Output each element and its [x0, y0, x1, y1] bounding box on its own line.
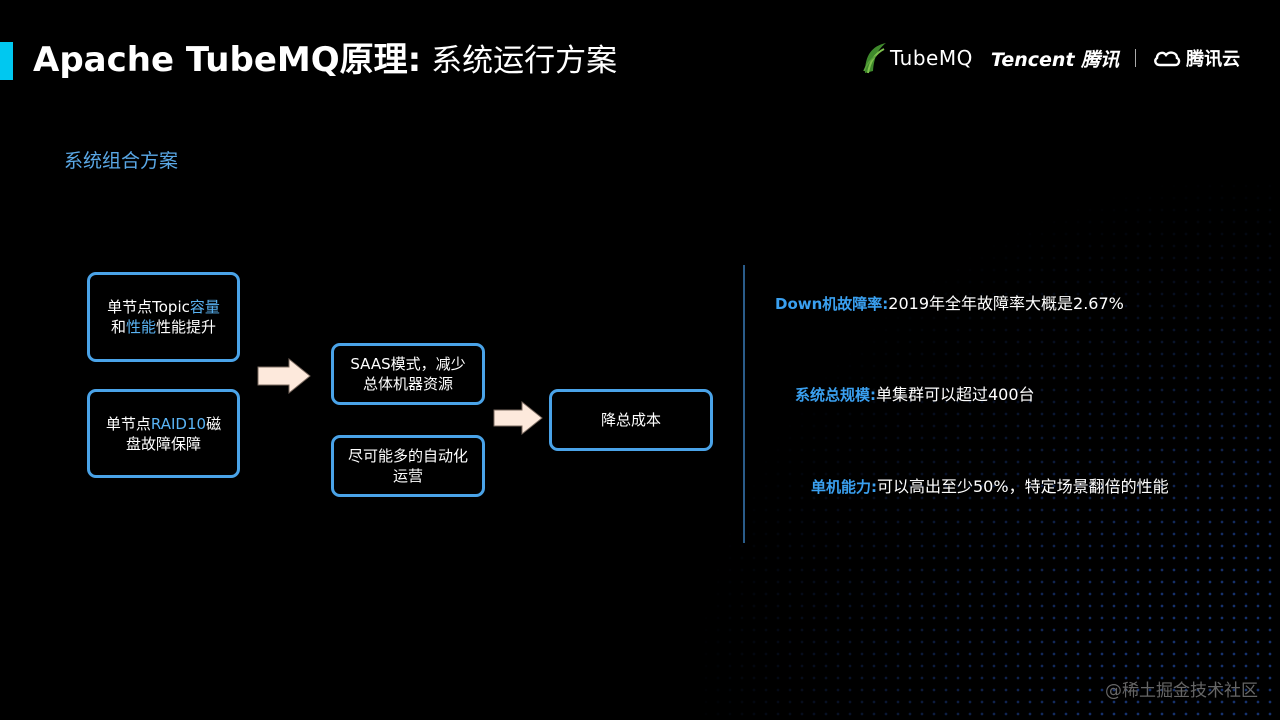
stat-single-machine: 单机能力:可以高出至少50%，特定场景翻倍的性能 — [811, 473, 1169, 497]
box3-line1: SAAS模式，减少 — [350, 355, 466, 373]
tencent-cloud-logo: 腾讯云 — [1152, 45, 1240, 71]
box2-line1-rest: 磁 — [206, 414, 222, 433]
page-title: Apache TubeMQ原理: 系统运行方案 — [33, 36, 617, 85]
box-saas-mode: SAAS模式，减少 总体机器资源 — [331, 343, 485, 405]
vertical-divider — [743, 265, 745, 543]
section-subtitle: 系统组合方案 — [64, 150, 179, 172]
box4-line1: 尽可能多的自动化 — [347, 447, 468, 465]
cloud-icon — [1154, 51, 1181, 67]
box2-line2: 盘故障保障 — [125, 434, 201, 453]
stat-label: 单机能力: — [811, 478, 877, 496]
brand-logos: TubeMQ Tencent 腾讯 腾讯云 — [862, 36, 1240, 80]
stat-label: 系统总规模: — [795, 386, 876, 404]
box-topic-capacity: 单节点Topic容量 和性能性能提升 — [87, 272, 240, 362]
box1-line1: 单节点Topic — [107, 298, 190, 316]
box2-line1-highlight: RAID10 — [150, 414, 207, 433]
box-automation: 尽可能多的自动化 运营 — [331, 435, 485, 497]
box5-text: 降总成本 — [600, 411, 661, 429]
stat-downtime-rate: Down机故障率:2019年全年故障率大概是2.67% — [775, 290, 1124, 314]
tubemq-logo: TubeMQ — [862, 41, 973, 75]
box1-line1-highlight: 容量 — [189, 298, 220, 316]
box1-line2-rest: 性能提升 — [156, 318, 217, 336]
tencent-cloud-logo-text: 腾讯云 — [1186, 49, 1241, 70]
title-accent-bar — [0, 42, 13, 80]
stat-value: 单集群可以超过400台 — [876, 385, 1035, 404]
logo-separator — [1135, 49, 1137, 67]
stat-label: Down机故障率: — [775, 295, 889, 313]
stat-system-scale: 系统总规模:单集群可以超过400台 — [795, 381, 1035, 405]
dot-pattern-background — [700, 180, 1280, 720]
stat-value: 可以高出至少50%，特定场景翻倍的性能 — [877, 477, 1169, 496]
tubemq-logo-text: TubeMQ — [890, 46, 973, 70]
tencent-logo-text: Tencent 腾讯 — [990, 48, 1120, 71]
box-raid10: 单节点RAID10磁 盘故障保障 — [87, 389, 240, 478]
stat-value: 2019年全年故障率大概是2.67% — [888, 294, 1124, 313]
box1-line2-highlight: 性能 — [125, 318, 156, 336]
box2-line1: 单节点 — [105, 414, 151, 433]
title-light-text: 系统运行方案 — [421, 43, 618, 79]
box1-line2-prefix: 和 — [110, 318, 126, 336]
arrow-right-icon — [257, 357, 311, 395]
box3-line2: 总体机器资源 — [362, 375, 453, 393]
box-reduce-cost: 降总成本 — [549, 389, 713, 451]
title-bold-text: Apache TubeMQ原理: — [33, 40, 422, 80]
tubemq-leaf-icon — [863, 43, 886, 74]
box4-line2: 运营 — [392, 467, 423, 485]
arrow-right-icon — [493, 400, 543, 436]
watermark: @稀土掘金技术社区 — [1105, 681, 1258, 701]
